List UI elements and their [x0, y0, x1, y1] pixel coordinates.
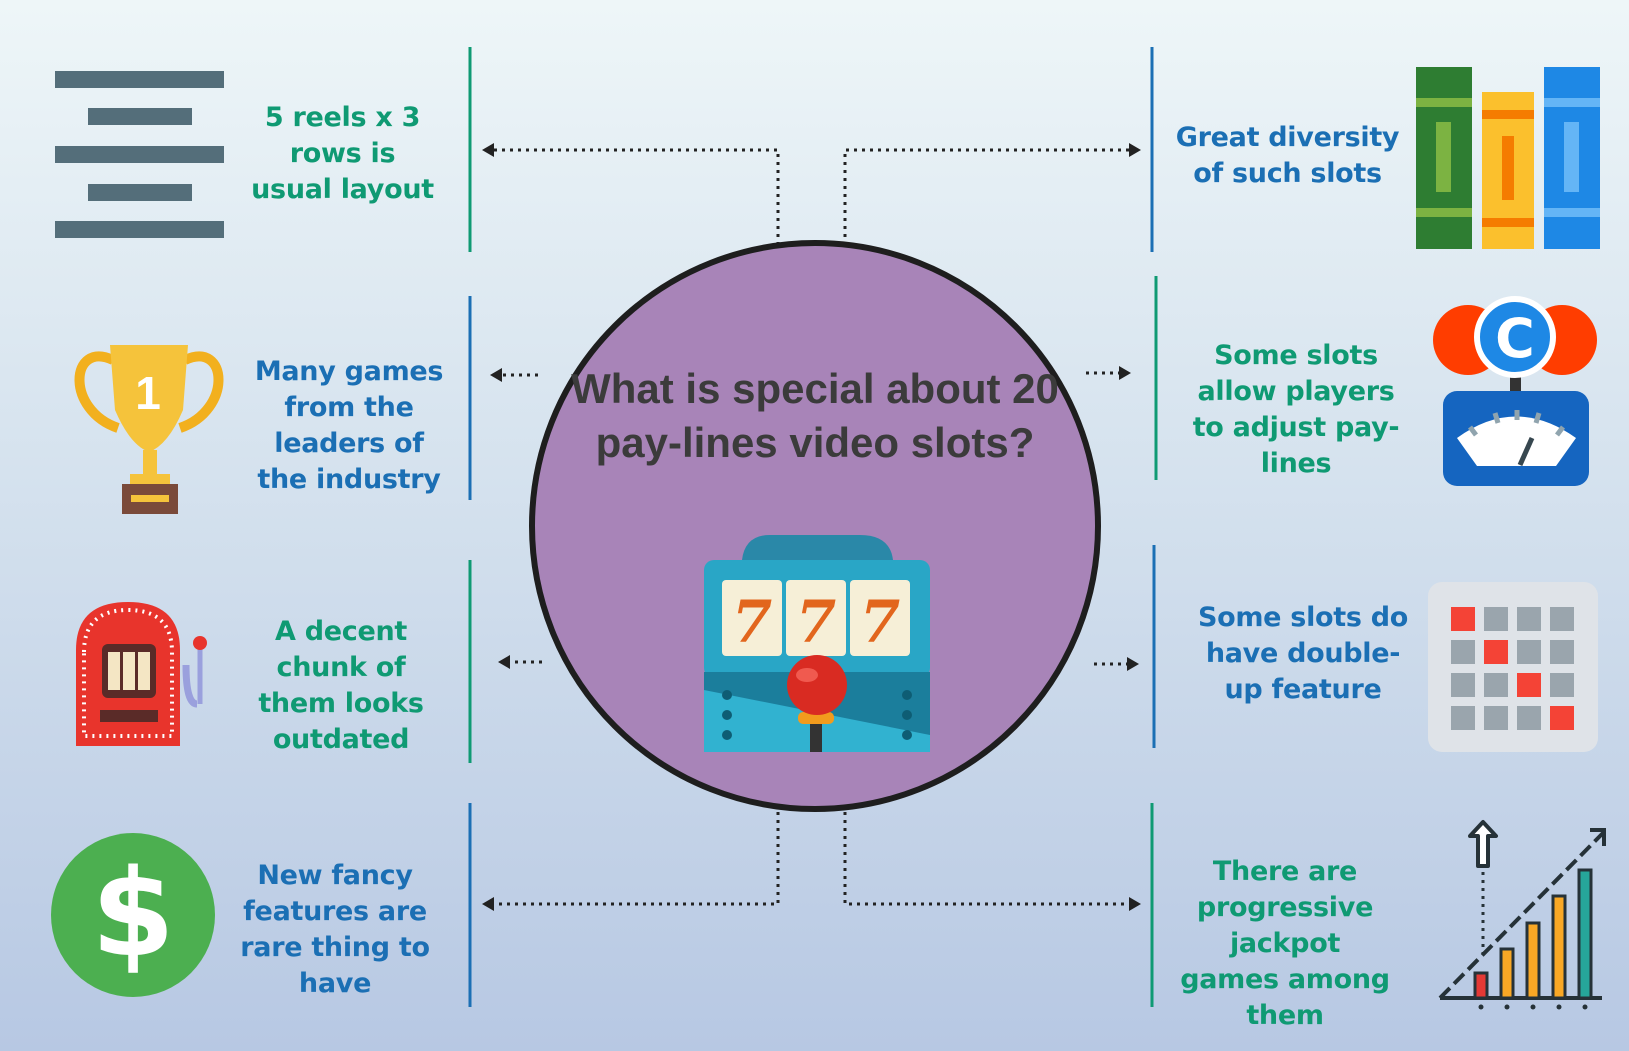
grid-cell: [1451, 706, 1475, 730]
dollar-coin-icon: $: [51, 833, 215, 997]
grid-cell: [1550, 706, 1574, 730]
grid-cell: [1550, 673, 1574, 697]
slot-machine-center-icon: 7 7 7: [704, 535, 930, 752]
control-gauge-icon: C: [1433, 296, 1597, 486]
trophy-number: 1: [135, 367, 161, 419]
slot-machine-icon: [76, 602, 207, 746]
grid-cell: [1451, 673, 1475, 697]
grid-cell: [1517, 706, 1541, 730]
reel-3-symbol: 7: [860, 588, 900, 656]
grid-cell: [1451, 607, 1475, 631]
grid-cell: [1484, 640, 1508, 664]
svg-text:$: $: [91, 845, 175, 984]
grid-cell: [1484, 673, 1508, 697]
grid-icon: [1428, 582, 1598, 752]
connector-arrows: [492, 148, 1132, 906]
feature-diversity: Great diversity of such slots: [1175, 122, 1400, 189]
grid-cell: [1550, 607, 1574, 631]
feature-reels-layout: 5 reels x 3 rows is usual layout: [251, 102, 434, 205]
gauge-letter: C: [1495, 307, 1535, 370]
grid-cell: [1451, 640, 1475, 664]
books-icon: [1416, 67, 1600, 249]
grid-cell: [1484, 706, 1508, 730]
growth-chart-icon: [1438, 820, 1606, 1010]
reel-1-symbol: 7: [732, 588, 772, 656]
feature-adjust-paylines: Some slots allow players to adjust pay-l…: [1192, 340, 1400, 479]
grid-cell: [1517, 640, 1541, 664]
trophy-icon: 1: [74, 345, 224, 514]
arrow-heads: [482, 143, 1141, 911]
center-circle: [529, 240, 1101, 812]
grid-cell: [1484, 607, 1508, 631]
grid-cell: [1517, 607, 1541, 631]
grid-cell: [1517, 673, 1541, 697]
feature-fancy-features: New fancy features are rare thing to hav…: [240, 860, 430, 999]
grid-cell: [1550, 640, 1574, 664]
feature-outdated: A decent chunk of them looks outdated: [258, 616, 424, 755]
feature-double-up: Some slots do have double-up feature: [1197, 602, 1409, 705]
layout-lines-icon: [55, 71, 224, 238]
reel-2-symbol: 7: [796, 588, 836, 656]
center-title: What is special about 20 pay-lines video…: [571, 365, 1059, 466]
divider-lines: [468, 47, 1158, 1007]
feature-industry-leaders: Many games from the leaders of the indus…: [254, 356, 444, 495]
feature-progressive-jackpot: There are progressive jackpot games amon…: [1180, 856, 1390, 1031]
